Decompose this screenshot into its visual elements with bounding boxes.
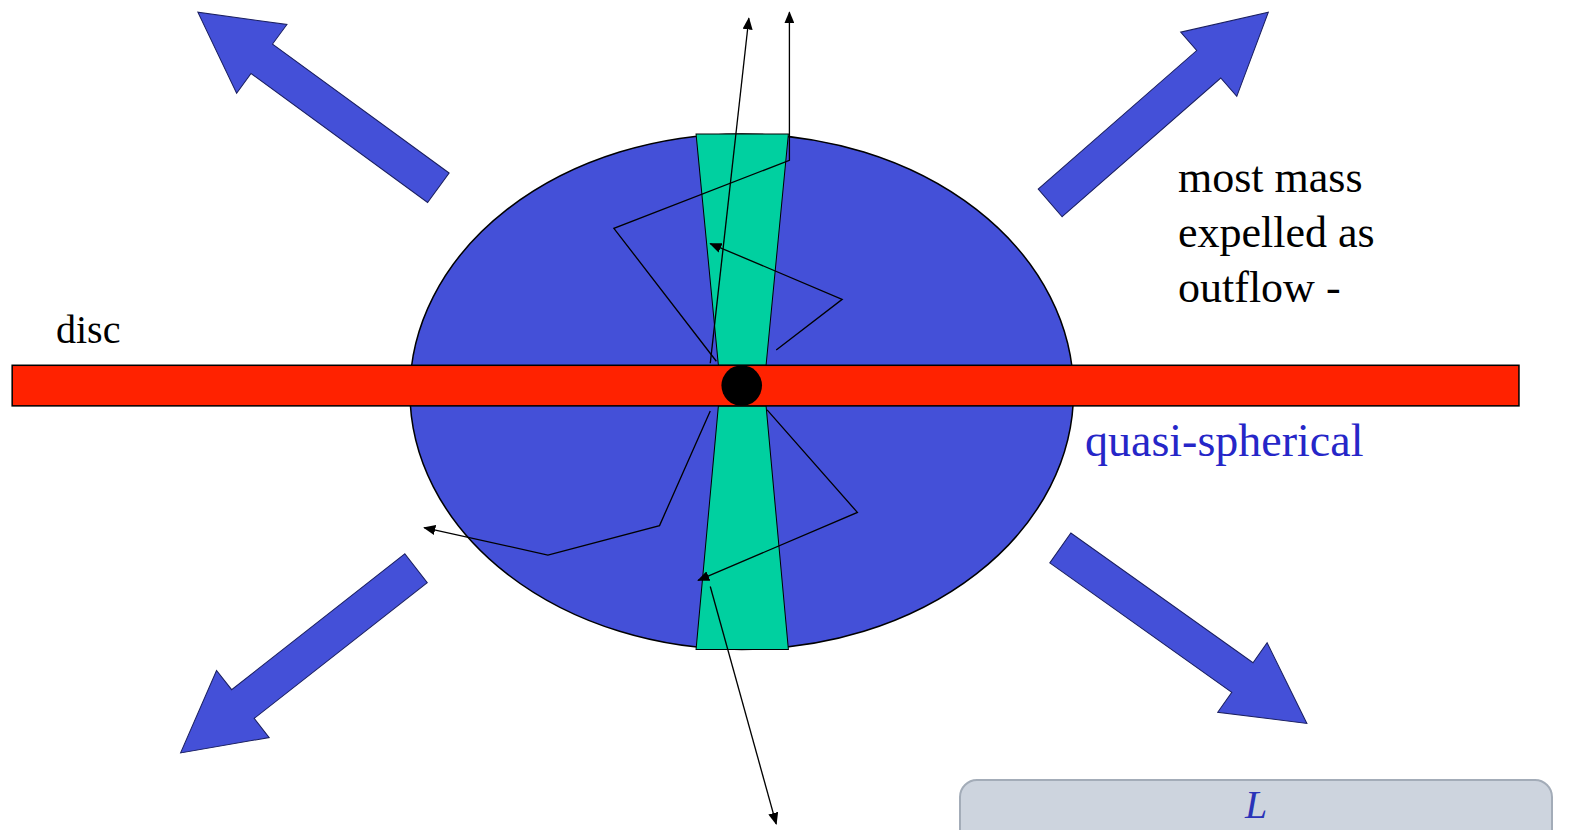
- disc-label: disc: [56, 305, 120, 355]
- outflow-note: most mass expelled as outflow -: [1178, 150, 1458, 315]
- outflow-arrow: [198, 12, 449, 202]
- formula-box: L: [959, 779, 1553, 830]
- geometry-label: quasi-spherical: [1085, 412, 1363, 470]
- accretion-disc: [12, 365, 1519, 406]
- lower-funnel: [696, 406, 788, 650]
- upper-funnel: [696, 134, 788, 365]
- photon-path: [710, 586, 776, 823]
- formula-text: L: [961, 783, 1551, 827]
- photon-paths: [424, 12, 857, 824]
- outflow-arrow: [181, 554, 428, 753]
- black-hole: [721, 365, 762, 406]
- photon-path: [710, 18, 749, 363]
- outflow-arrow: [1050, 533, 1307, 723]
- photon-path: [614, 12, 790, 361]
- photon-path: [710, 244, 842, 351]
- photon-path: [424, 411, 710, 555]
- photon-path: [698, 410, 857, 580]
